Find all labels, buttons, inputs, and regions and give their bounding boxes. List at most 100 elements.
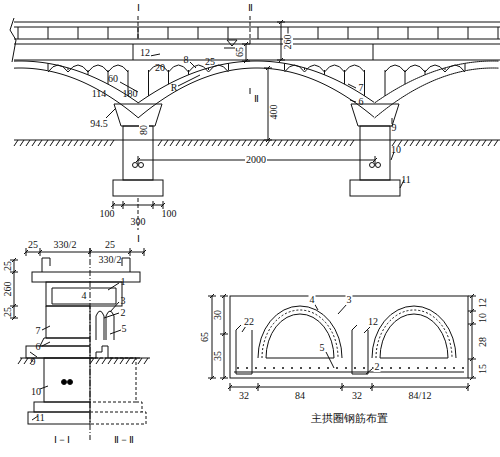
hidden-line <box>90 412 146 424</box>
cross-wall <box>133 44 134 60</box>
ground-hatch <box>254 140 258 146</box>
deck-line <box>14 60 500 61</box>
ground-hatch <box>206 140 210 146</box>
dimension-label: 12 <box>478 298 488 308</box>
spandrel-arch <box>425 65 445 72</box>
ground-hatch <box>44 140 48 146</box>
dimension-label: Ⅱ－Ⅱ <box>114 435 134 445</box>
arch-springing <box>40 338 90 346</box>
arch-rebar <box>376 310 452 358</box>
dimension-label: 330/2 <box>99 255 122 265</box>
ground-hatch <box>446 140 450 146</box>
pier-symbol <box>62 380 67 385</box>
arch-extrados <box>258 306 342 358</box>
leader-line <box>350 100 356 102</box>
pier-symbol <box>133 163 138 168</box>
ground-hatch <box>248 140 252 146</box>
pier-cap <box>114 104 162 126</box>
ground-hatch <box>102 358 106 364</box>
extension-line <box>468 383 469 391</box>
railing-rail <box>42 258 50 266</box>
ground-hatch <box>284 140 288 146</box>
ground-hatch <box>464 140 468 146</box>
ground-hatch <box>182 140 186 146</box>
dimension-line <box>281 22 282 60</box>
spandrel-column <box>304 68 305 70</box>
dimension-label: 25 <box>104 240 116 250</box>
rebar-dot <box>300 367 302 369</box>
rebar-dot <box>282 367 284 369</box>
dimension-label: Ⅰ－Ⅰ <box>54 435 70 445</box>
spandrel-arch <box>285 65 305 72</box>
leader-line <box>110 302 119 312</box>
stirrup <box>352 330 368 374</box>
leader-line <box>326 352 334 368</box>
dimension-label: 84 <box>295 391 305 401</box>
dimension-label: 7 <box>36 326 41 336</box>
extension-line <box>40 248 41 256</box>
ground-hatch <box>96 358 100 364</box>
rebar-dot <box>273 367 275 369</box>
rebar-dot <box>453 367 455 369</box>
spandrel-arch <box>345 65 365 72</box>
ground-hatch <box>86 140 90 146</box>
pier-symbol <box>139 163 144 168</box>
ground-hatch <box>188 140 192 146</box>
pier-column <box>44 358 90 402</box>
rebar-dot <box>462 367 464 369</box>
leader-line <box>348 84 356 88</box>
spandrel-arch <box>169 65 189 72</box>
dimension-label: 260 <box>3 282 13 297</box>
railing-post <box>130 258 131 272</box>
extension-line <box>123 201 124 209</box>
ground-hatch <box>488 140 492 146</box>
leader-line <box>110 330 121 334</box>
extension-line <box>10 272 18 273</box>
section-line <box>138 16 139 40</box>
arch-rebar <box>262 310 338 358</box>
railing-post <box>318 27 319 39</box>
ground-hatch <box>410 140 414 146</box>
ground-hatch <box>404 140 408 146</box>
dimension-label: 12 <box>367 317 379 327</box>
leader-line <box>108 283 119 290</box>
railing-post <box>108 27 109 39</box>
dimension-label: 6 <box>359 97 364 107</box>
ground-hatch <box>428 140 432 146</box>
railing-post <box>378 27 379 39</box>
rebar-dot <box>426 367 428 369</box>
arch-extrados <box>138 61 374 103</box>
spandrel-arch <box>405 65 425 72</box>
extension-line <box>264 68 272 69</box>
rebar-dot <box>246 367 248 369</box>
spandrel-column <box>364 70 365 96</box>
dimension-label: 2000 <box>245 155 267 165</box>
dimension-label: Ⅰ <box>137 3 140 13</box>
extension-line <box>220 296 228 297</box>
dimension-label: 260 <box>283 34 293 51</box>
spandrel-wall <box>46 306 90 338</box>
leader-line <box>104 313 119 318</box>
dimension-label: 2 <box>121 308 126 318</box>
stirrup-hook <box>236 325 241 330</box>
extension-line <box>242 61 250 62</box>
extension-line <box>138 156 139 164</box>
ground-hatch <box>476 140 480 146</box>
dimension-label: 330/2 <box>53 240 78 250</box>
pier-symbol <box>376 163 381 168</box>
spandrel-column <box>385 70 386 96</box>
spandrel-column <box>208 68 209 70</box>
railing-post <box>228 27 229 39</box>
spandrel-column <box>68 68 69 70</box>
extension-line <box>468 296 476 297</box>
extension-line <box>208 296 216 297</box>
rebar-dot <box>264 367 266 369</box>
pier-footing <box>350 180 400 196</box>
dimension-label: 8 <box>184 55 189 65</box>
dimension-label: 12 <box>139 48 151 58</box>
dimension-label: 11 <box>401 175 411 185</box>
extension-line <box>277 60 285 61</box>
box-web <box>52 288 116 304</box>
